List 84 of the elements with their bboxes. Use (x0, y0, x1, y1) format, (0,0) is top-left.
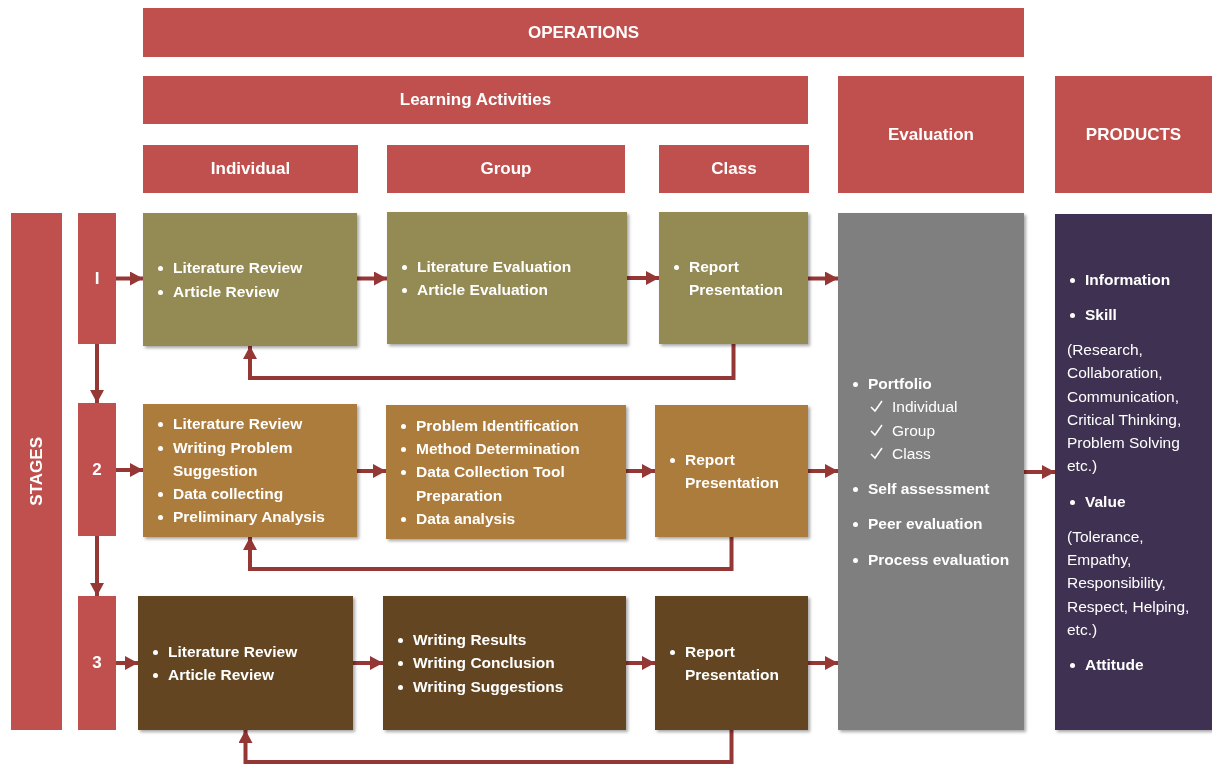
evaluation-panel (838, 213, 1024, 730)
arrow (238, 730, 734, 764)
arrow (116, 656, 138, 670)
list-item: Information (1085, 270, 1171, 288)
heading-text: Class (711, 159, 757, 179)
heading-text: 2 (92, 459, 102, 480)
list-item: Peer evaluation (868, 515, 983, 533)
heading-text: 3 (92, 653, 102, 673)
list-item: Writing Problem Suggestion (173, 438, 293, 479)
header-bar (387, 145, 625, 193)
header-bar (143, 145, 358, 193)
stage-bar (11, 213, 62, 730)
list-item: Value (1085, 492, 1126, 510)
activity-box (386, 405, 626, 539)
heading-text: STAGES (26, 437, 47, 506)
heading-text: Learning Activities (399, 90, 552, 110)
stage-number-box (78, 213, 116, 344)
list-item: Article Review (173, 282, 279, 300)
header-bar (143, 8, 1024, 57)
list-item: Portfolio (868, 375, 932, 393)
list-item: Data analysis (416, 509, 516, 527)
list-item: Skill (1085, 305, 1117, 323)
list-item: Literature Review (173, 259, 303, 277)
activity-box (138, 596, 353, 730)
products-panel (1055, 214, 1212, 730)
list-item: Preliminary Analysis (173, 508, 325, 526)
list-item: Literature Evaluation (417, 257, 572, 275)
activity-box (655, 405, 808, 537)
heading-text: OPERATIONS (527, 22, 640, 43)
list-item: Attitude (1085, 656, 1144, 674)
checklist-item: Class (892, 444, 931, 462)
list-item: Article Evaluation (417, 281, 548, 298)
stage-number-box (78, 596, 116, 730)
arrow (808, 464, 838, 478)
activity-box (655, 596, 808, 730)
arrow (626, 656, 655, 670)
heading-text: PRODUCTS (1085, 124, 1182, 145)
checklist-item: Individual (892, 398, 958, 416)
list-item: Self assessment (868, 480, 990, 498)
list-item: Writing Conclusion (413, 654, 555, 672)
arrow (353, 656, 383, 670)
arrow (90, 536, 104, 596)
arrow (116, 271, 143, 286)
activity-box (143, 213, 357, 346)
activity-box (143, 404, 357, 537)
arrow (116, 463, 143, 477)
list-item: Data Collection Tool Preparation (416, 463, 565, 504)
arrow (243, 344, 736, 380)
list-item: Literature Review (173, 415, 303, 433)
description-text: (Research, Collaboration, Communication, Critical Thinking, Problem Solving etc.) (1067, 341, 1182, 475)
header-bar (659, 145, 809, 193)
arrow (1024, 465, 1055, 479)
list-item: Problem Identification (416, 416, 579, 434)
arrow (626, 464, 655, 478)
list-item: Literature Review (168, 642, 298, 660)
heading-text: Individual (210, 159, 291, 179)
activity-box (659, 212, 808, 344)
list-item: Report Presentation (685, 642, 779, 683)
heading-text: Group (480, 159, 532, 179)
header-bar (838, 76, 1024, 193)
arrow (357, 464, 386, 478)
header-bar (143, 76, 808, 124)
list-item: Data collecting (173, 485, 284, 503)
description-text: (Tolerance, Empathy, Responsibility, Respect, Helping, etc.) (1067, 527, 1190, 638)
list-item: Writing Results (413, 631, 527, 649)
heading-text: I (94, 268, 100, 289)
arrow (357, 271, 387, 286)
arrow (808, 271, 838, 286)
arrow (808, 656, 838, 670)
stage-number-box (78, 403, 116, 536)
list-item: Writing Suggestions (413, 677, 564, 695)
list-item: Report Presentation (685, 450, 779, 491)
activity-box (383, 596, 626, 730)
heading-text: Evaluation (888, 124, 974, 145)
list-item: Article Review (168, 666, 274, 683)
list-item: Report Presentation (689, 257, 783, 298)
arrow (90, 344, 104, 403)
arrow (243, 537, 734, 571)
header-bar (1055, 76, 1212, 193)
arrow (627, 271, 659, 285)
list-item: Process evaluation (868, 550, 1010, 568)
checklist-item: Group (892, 421, 936, 439)
list-item: Method Determination (416, 440, 580, 458)
activity-box (387, 212, 627, 344)
